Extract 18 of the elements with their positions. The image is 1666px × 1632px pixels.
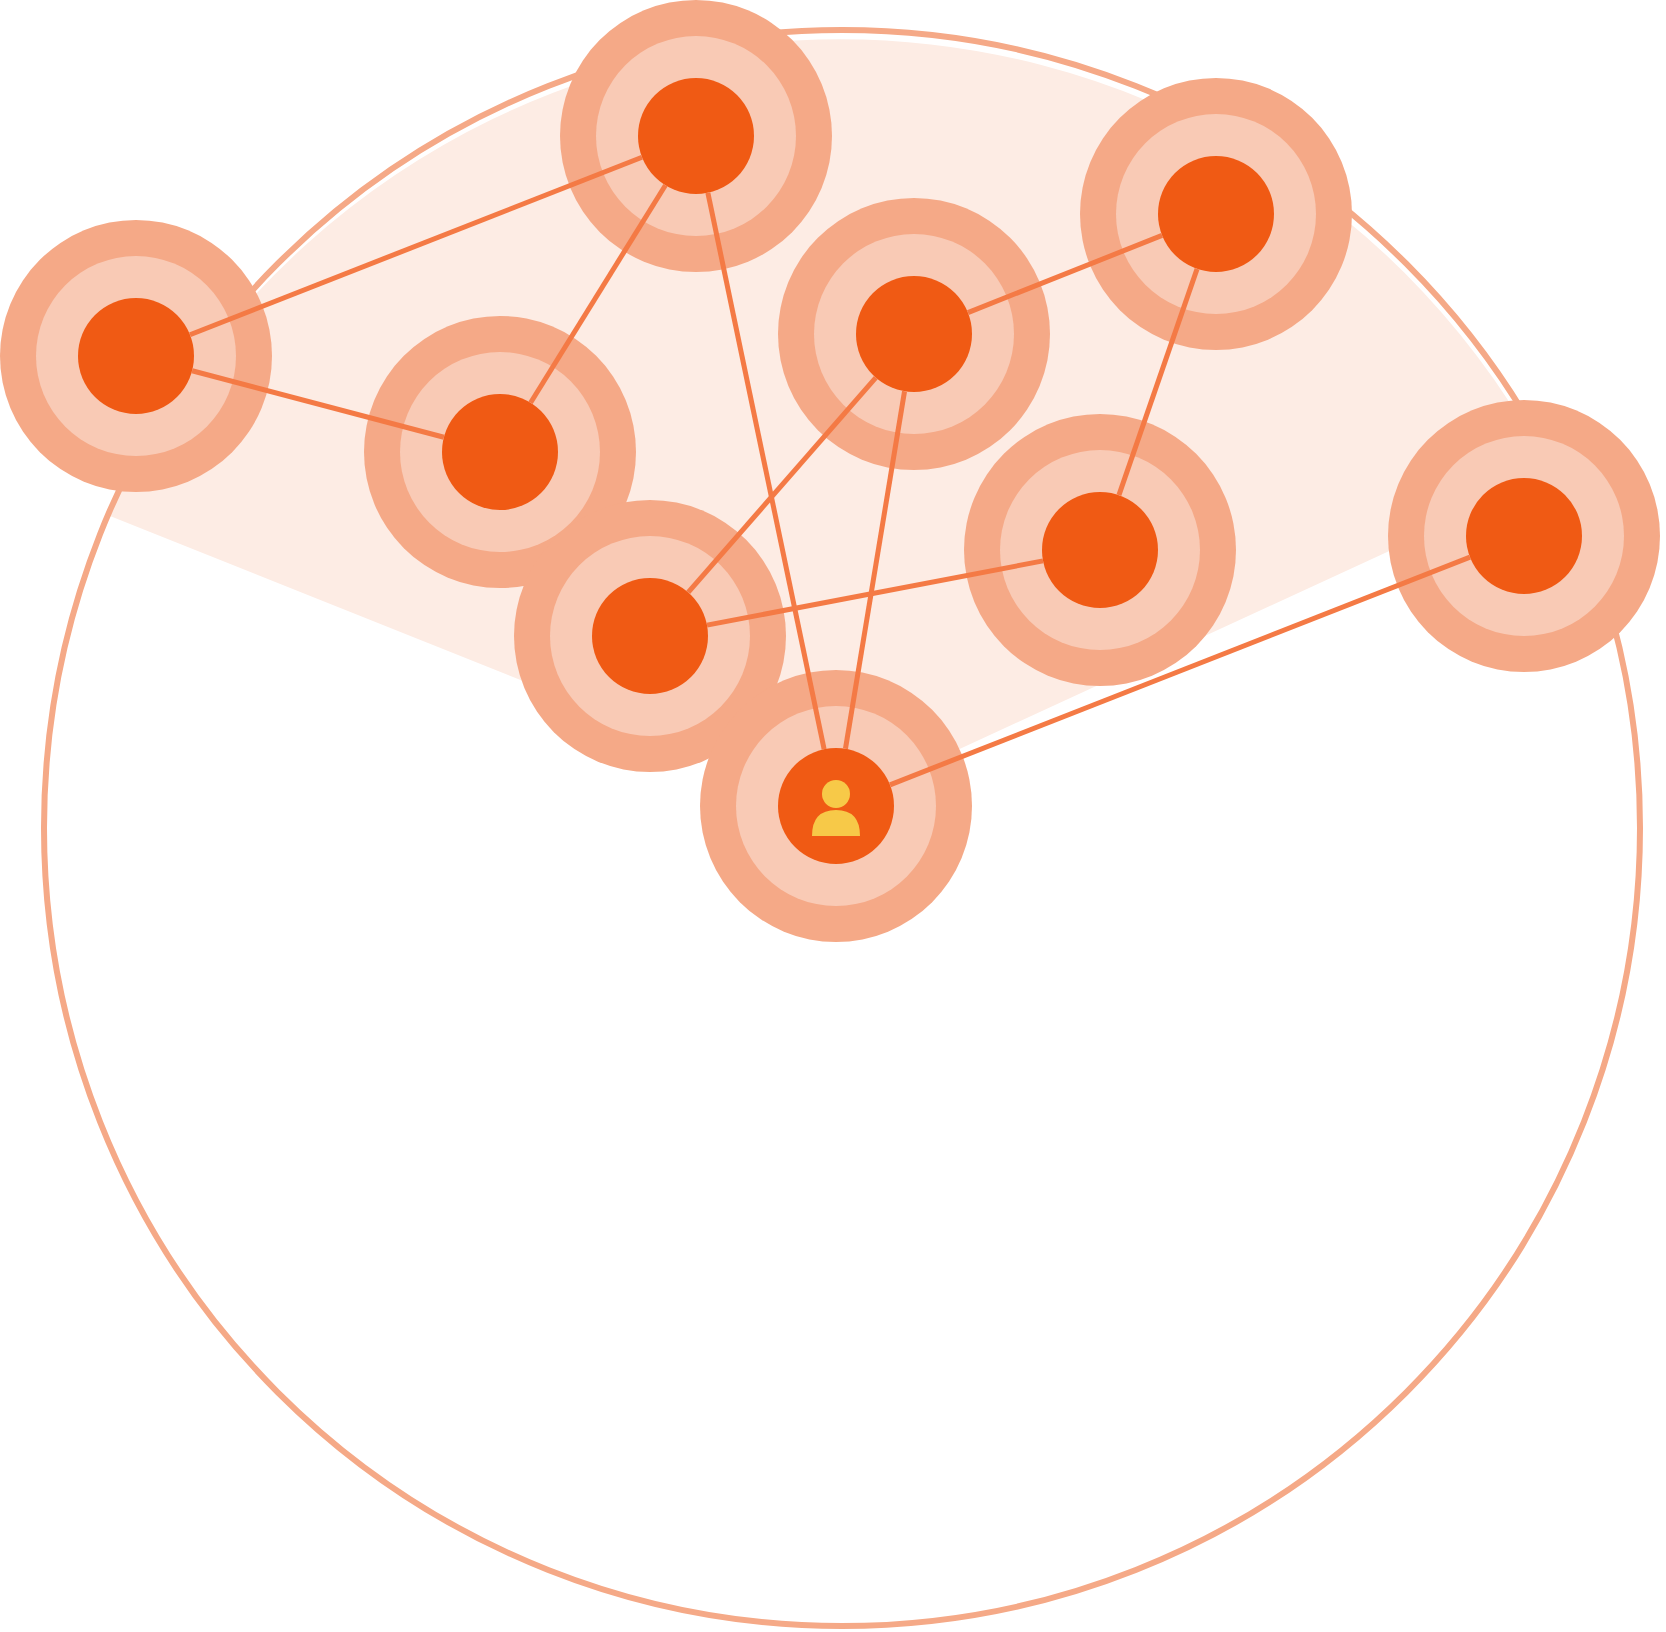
connector-line <box>1116 268 1200 496</box>
network-node <box>560 0 832 272</box>
connector-line <box>843 390 907 750</box>
user-node <box>700 670 972 942</box>
connector-line <box>705 192 827 750</box>
network-node <box>778 198 1050 470</box>
connector-line <box>706 558 1044 628</box>
connector-line <box>889 554 1471 788</box>
connector-line <box>191 368 445 440</box>
network-node <box>514 500 786 772</box>
connector-line <box>967 233 1163 315</box>
network-node <box>964 414 1236 686</box>
connector-line <box>686 376 878 594</box>
network-node <box>1080 78 1352 350</box>
network-node <box>1388 400 1660 672</box>
connector-line <box>528 183 668 405</box>
connector-line <box>189 154 643 338</box>
network-node <box>0 220 272 492</box>
